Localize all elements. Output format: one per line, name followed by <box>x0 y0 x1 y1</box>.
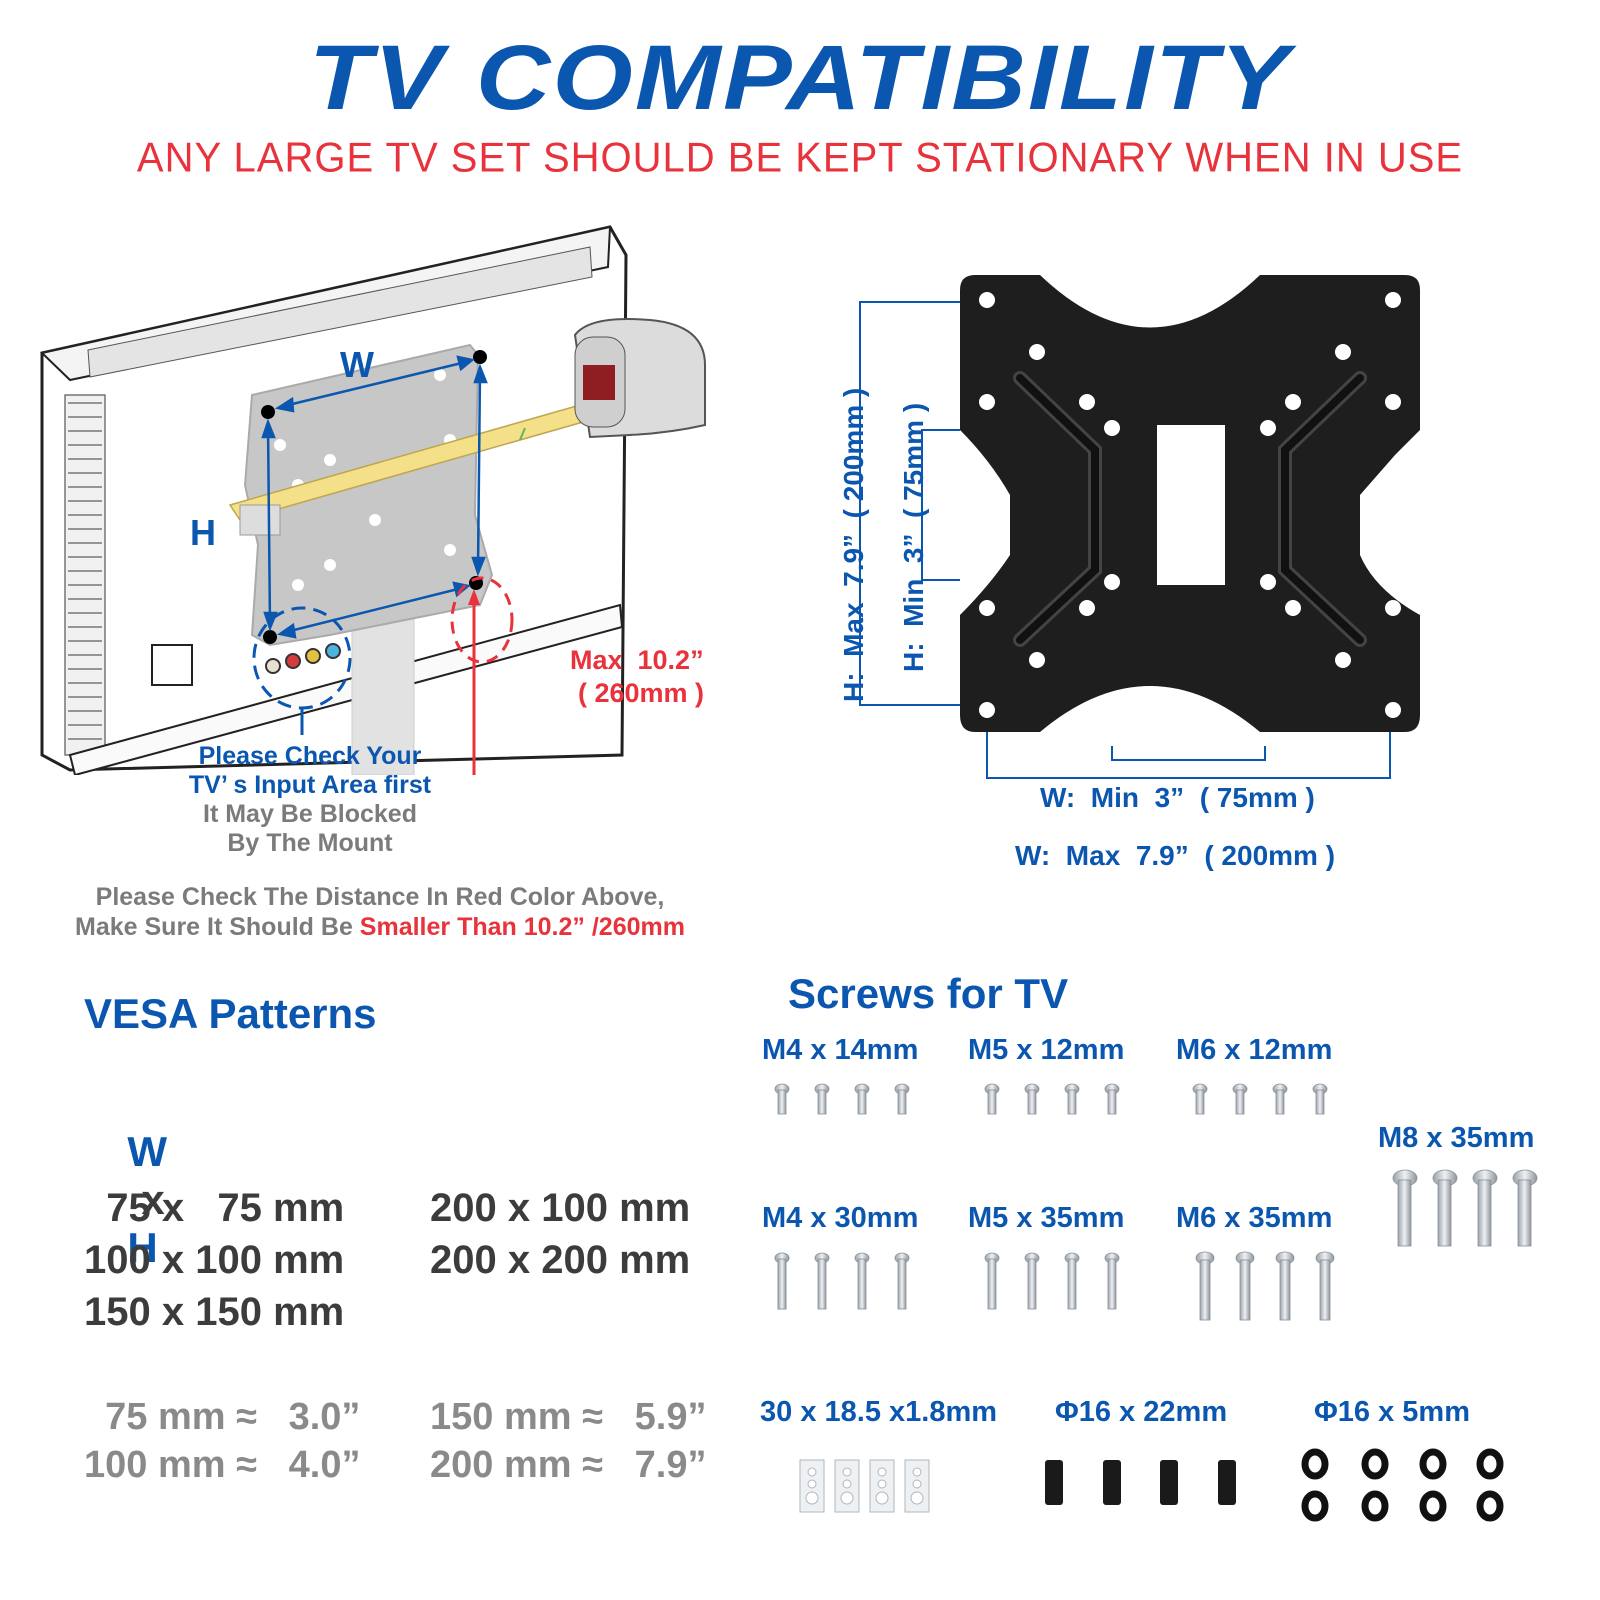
h-min-label: H: Min 3” ( 75mm ) <box>898 402 929 672</box>
screw-label: M5 x 35mm <box>968 1202 1125 1234</box>
distance-note-line1: Please Check The Distance In Red Color A… <box>95 883 665 911</box>
input-note-line1: Please Check Your <box>198 742 422 770</box>
screw-label: M4 x 14mm <box>762 1034 919 1066</box>
conversions-right: 150 mm ≈ 5.9” 200 mm ≈ 7.9” <box>430 1393 706 1489</box>
washer-plate-label: 30 x 18.5 x1.8mm <box>760 1396 998 1428</box>
distance-note: Please Check The Distance In Red Color A… <box>20 882 740 942</box>
spacer-label: Φ16 x 22mm <box>1055 1396 1228 1428</box>
w-dimension-label: W <box>340 344 374 385</box>
max-distance-mm-label: ( 260mm ) <box>578 678 705 708</box>
accessories-illustration <box>790 1440 1510 1540</box>
vesa-w-label: W <box>127 1128 167 1175</box>
w-min-label: W: Min 3” ( 75mm ) <box>1040 782 1315 813</box>
h-dimension-label: H <box>190 512 216 553</box>
vesa-heading: VESA Patterns <box>84 990 377 1037</box>
screw-label: M6 x 12mm <box>1176 1034 1333 1066</box>
w-max-label: W: Max 7.9” ( 200mm ) <box>1015 840 1336 871</box>
vesa-patterns-left: 75 x 75 mm 100 x 100 mm 150 x 150 mm <box>84 1182 344 1338</box>
screw-label: M5 x 12mm <box>968 1034 1125 1066</box>
washer-label: Φ16 x 5mm <box>1314 1396 1471 1428</box>
vesa-pattern: 200 x 200 mm <box>430 1238 691 1282</box>
vesa-h-label: H <box>127 1224 158 1271</box>
input-area-note: Please Check Your TV’ s Input Area first… <box>130 742 490 858</box>
vesa-pattern: 75 x 75 mm <box>84 1186 345 1230</box>
mount-plate-illustration <box>850 270 1450 870</box>
distance-note-prefix: Make Sure It Should Be <box>75 913 360 941</box>
max-distance-label: Max 10.2” <box>570 645 704 675</box>
page-subtitle: ANY LARGE TV SET SHOULD BE KEPT STATIONA… <box>136 134 1464 182</box>
screw-label: M4 x 30mm <box>762 1202 919 1234</box>
input-note-line4: By The Mount <box>227 829 393 857</box>
h-max-label: H: Max 7.9” ( 200mm ) <box>838 387 869 702</box>
vesa-wxh-header: W x H <box>104 1080 179 1272</box>
vesa-patterns-right: 200 x 100 mm 200 x 200 mm <box>430 1182 690 1286</box>
vesa-pattern: 150 x 150 mm <box>84 1290 345 1334</box>
conversions-left: 75 mm ≈ 3.0” 100 mm ≈ 4.0” <box>84 1393 360 1489</box>
screws-heading: Screws for TV <box>788 970 1069 1017</box>
screw-label: M8 x 35mm <box>1378 1122 1535 1154</box>
screw-label: M6 x 35mm <box>1176 1202 1333 1234</box>
input-note-line3: It May Be Blocked <box>203 800 417 828</box>
screws-illustration <box>760 1080 1600 1380</box>
vesa-pattern: 200 x 100 mm <box>430 1186 691 1230</box>
mm-inch-conversion: 100 mm ≈ 4.0” <box>84 1444 361 1486</box>
mm-inch-conversion: 150 mm ≈ 5.9” <box>430 1396 707 1438</box>
distance-note-highlight: Smaller Than 10.2” /260mm <box>359 913 685 941</box>
vesa-pattern: 100 x 100 mm <box>84 1238 345 1282</box>
mm-inch-conversion: 200 mm ≈ 7.9” <box>430 1444 707 1486</box>
tv-back-illustration <box>30 215 730 885</box>
mm-inch-conversion: 75 mm ≈ 3.0” <box>84 1396 361 1438</box>
vesa-x-label: x <box>141 1176 165 1223</box>
page-title: TV COMPATIBILITY <box>308 27 1292 129</box>
input-note-line2: TV’ s Input Area first <box>188 771 432 799</box>
